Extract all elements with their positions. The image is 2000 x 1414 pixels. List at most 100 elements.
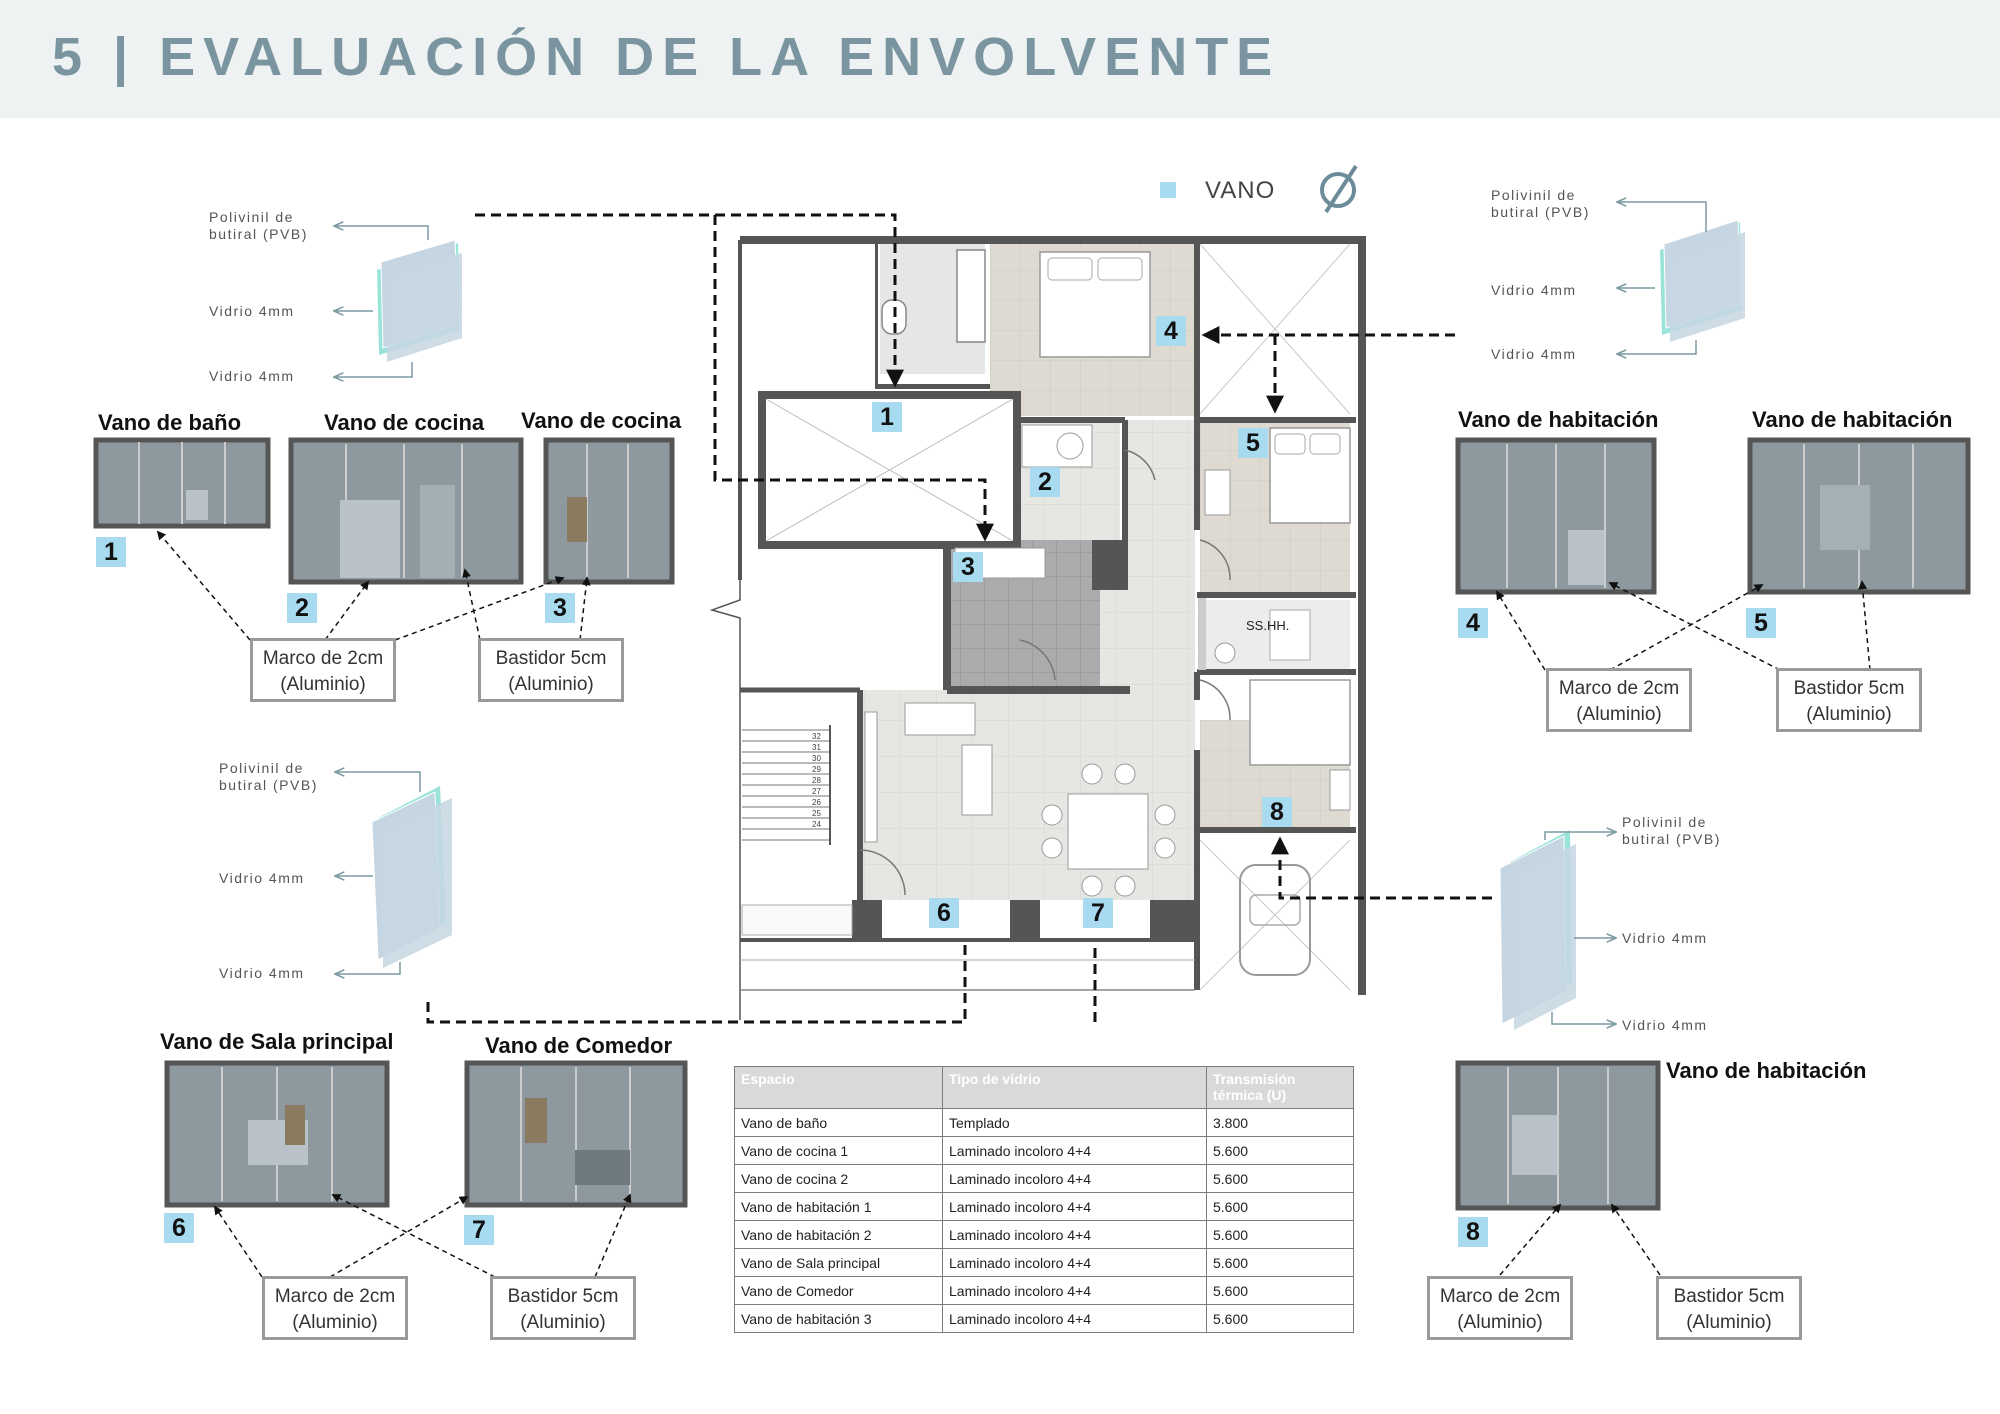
pvb-line: Polivinil de: [209, 209, 294, 225]
table-cell: 3.800: [1206, 1108, 1354, 1137]
glass-diagram-bottom-right: [1499, 830, 1615, 1030]
pvb-line: butiral (PVB): [209, 226, 308, 242]
stair-number: 28: [812, 776, 821, 785]
pvb-line: butiral (PVB): [219, 777, 318, 793]
callout-line: (Aluminio): [1457, 1312, 1543, 1333]
window-4-elevation: [1455, 437, 1657, 595]
window-1-elevation: [93, 437, 271, 529]
callout-line: (Aluminio): [1576, 704, 1662, 725]
table-cell: 5.600: [1206, 1248, 1354, 1277]
table-header-espacio: Espacio: [734, 1066, 943, 1109]
plan-badge-2: 2: [1030, 467, 1060, 497]
room-label-sshh: SS.HH.: [1246, 618, 1289, 633]
window-1-title: Vano de baño: [98, 410, 242, 435]
stair-number: 30: [812, 754, 821, 763]
window-7-elevation: [464, 1060, 688, 1208]
window-badge-4: 4: [1458, 608, 1488, 638]
table-cell: Laminado incoloro 4+4: [942, 1304, 1207, 1333]
plan-badge-4: 4: [1156, 316, 1186, 346]
window-8-title: Vano de habitación: [1666, 1058, 1867, 1083]
window-badge-5: 5: [1746, 608, 1776, 638]
window-5-elevation: [1747, 437, 1971, 595]
table-cell: Vano de cocina 1: [734, 1136, 943, 1165]
callout-bastidor-bottom-left: Bastidor 5cm (Aluminio): [490, 1276, 636, 1340]
stair-number: 27: [812, 787, 821, 796]
stair-number: 24: [812, 820, 821, 829]
table-header-tipo-vidrio: Tipo de vidrio: [942, 1066, 1207, 1109]
callout-marco-top-right: Marco de 2cm(Aluminio): [1546, 668, 1692, 732]
header-band: [0, 0, 2000, 118]
pvb-line: butiral (PVB): [1491, 204, 1590, 220]
legend-label: VANO: [1205, 177, 1276, 204]
window-badge-1: 1: [96, 537, 126, 567]
table-cell: Vano de habitación 1: [734, 1192, 943, 1221]
glass-label: Vidrio 4mm: [219, 965, 305, 981]
callout-line: (Aluminio): [1686, 1312, 1772, 1333]
window-badge-8: 8: [1458, 1217, 1488, 1247]
window-3-title: Vano de cocina: [521, 408, 682, 433]
table-cell: 5.600: [1206, 1192, 1354, 1221]
stair-number: 32: [812, 732, 821, 741]
legend-swatch: [1160, 182, 1176, 198]
window-4-title: Vano de habitación: [1458, 407, 1659, 432]
callout-marco-bottom-left: Marco de 2cm (Aluminio): [262, 1276, 408, 1340]
table-cell: Laminado incoloro 4+4: [942, 1248, 1207, 1277]
callout-line: Bastidor 5cm: [507, 1286, 619, 1307]
table-cell: Vano de habitación 2: [734, 1220, 943, 1249]
pvb-line: Polivinil de: [1491, 187, 1576, 203]
window-badge-7: 7: [464, 1215, 494, 1245]
table-cell: Laminado incoloro 4+4: [942, 1136, 1207, 1165]
window-elevations: [93, 437, 1971, 1211]
table-cell: 5.600: [1206, 1276, 1354, 1305]
plan-badge-6: 6: [929, 898, 959, 928]
window-3-elevation: [543, 437, 675, 585]
pvb-line: Polivinil de: [219, 760, 304, 776]
window-badge-6: 6: [164, 1213, 194, 1243]
table-cell: Vano de cocina 2: [734, 1164, 943, 1193]
callout-line: Marco de 2cm: [262, 648, 384, 669]
callout-line: (Aluminio): [520, 1312, 606, 1333]
table-header-row: Espacio Tipo de vidrio Transmisión térmi…: [734, 1066, 1354, 1109]
glass-label: Vidrio 4mm: [209, 368, 295, 384]
callout-bastidor-top-left: Bastidor 5cm (Aluminio): [478, 638, 624, 702]
table-cell: Laminado incoloro 4+4: [942, 1276, 1207, 1305]
callout-marco-bottom-right: Marco de 2cm (Aluminio): [1427, 1276, 1573, 1340]
glass-label: Vidrio 4mm: [1622, 1017, 1708, 1033]
window-7-title: Vano de Comedor: [485, 1033, 673, 1058]
table-cell: Templado: [942, 1108, 1207, 1137]
stair-number: 29: [812, 765, 821, 774]
table-header-transmision: Transmisión térmica (U): [1206, 1066, 1354, 1109]
callout-line: Bastidor 5cm: [1793, 678, 1905, 699]
dashed-connectors: [426, 213, 1492, 1024]
glass-label: Vidrio 4mm: [1491, 346, 1577, 362]
plan-badge-8: 8: [1262, 797, 1292, 827]
callout-line: (Aluminio): [508, 674, 594, 695]
callout-bastidor-top-right: Bastidor 5cm(Aluminio): [1776, 668, 1922, 732]
callout-line: Marco de 2cm: [1439, 1286, 1561, 1307]
callout-line: Marco de 2cm: [274, 1286, 396, 1307]
window-2-title: Vano de cocina: [324, 410, 485, 435]
callout-line: (Aluminio): [292, 1312, 378, 1333]
window-2-elevation: [288, 437, 524, 585]
pvb-line: butiral (PVB): [1622, 831, 1721, 847]
callout-line: Bastidor 5cm: [495, 648, 607, 669]
glazing-table: Espacio Tipo de vidrio Transmisión térmi…: [734, 1066, 1354, 1333]
stair-number: 26: [812, 798, 821, 807]
plan-badge-5: 5: [1238, 428, 1268, 458]
table-cell: 5.600: [1206, 1164, 1354, 1193]
callout-bastidor-bottom-right: Bastidor 5cm(Aluminio): [1656, 1276, 1802, 1340]
diameter-symbol: [1320, 164, 1358, 214]
plan-badge-3: 3: [953, 552, 983, 582]
plan-badge-1: 1: [872, 402, 902, 432]
glass-diagram-top-right: [1618, 202, 1745, 354]
table-cell: Laminado incoloro 4+4: [942, 1164, 1207, 1193]
glass-label: Vidrio 4mm: [1622, 930, 1708, 946]
